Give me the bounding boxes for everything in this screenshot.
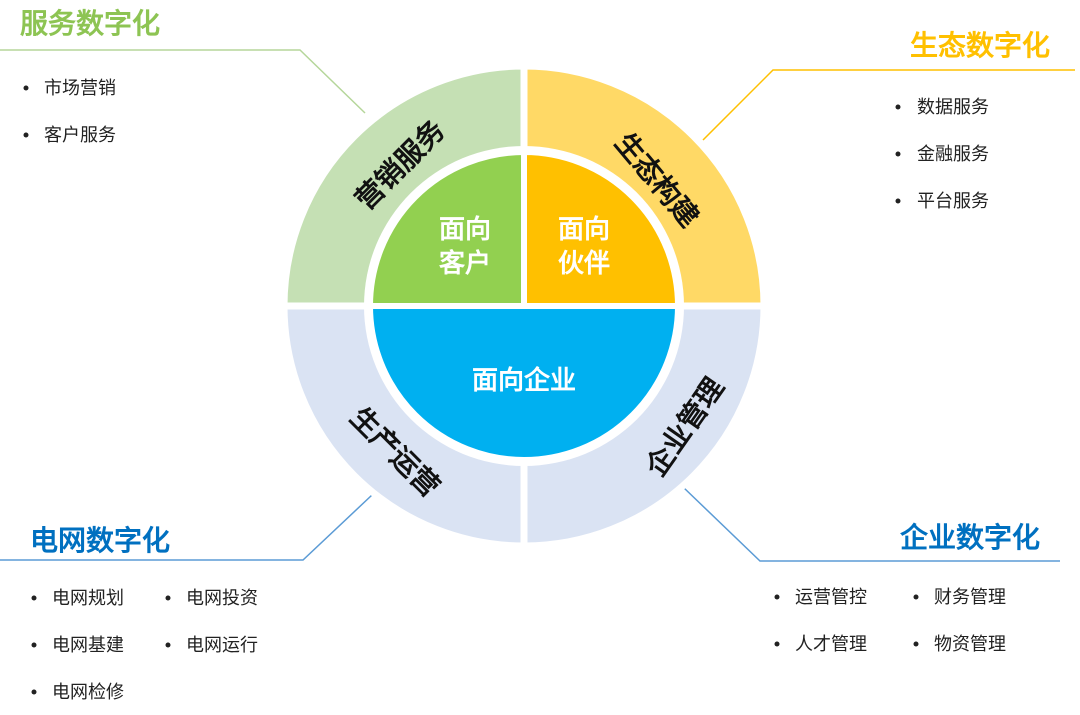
bullet-icon bbox=[895, 104, 901, 110]
list-item: 电网投资 bbox=[186, 588, 258, 609]
bullet-icon bbox=[774, 594, 780, 600]
core-enterprise bbox=[366, 303, 682, 463]
bullet-icon bbox=[31, 595, 37, 601]
bullet-icon bbox=[895, 198, 901, 204]
core-customer-label-1: 面向 bbox=[439, 214, 491, 245]
list-item: 金融服务 bbox=[917, 144, 989, 165]
list-item: 数据服务 bbox=[917, 97, 989, 118]
list-item: 平台服务 bbox=[917, 191, 989, 212]
list-item: 物资管理 bbox=[934, 634, 1006, 655]
bullet-icon bbox=[23, 132, 29, 138]
core-customer bbox=[366, 148, 527, 309]
bullet-icon bbox=[774, 641, 780, 647]
leader-line-enterprise bbox=[682, 486, 1060, 562]
core-partner-label-1: 面向 bbox=[558, 214, 610, 245]
core-partner bbox=[521, 148, 682, 309]
bullet-icon bbox=[895, 151, 901, 157]
leader-line-ecology bbox=[702, 69, 1075, 141]
bullet-icon bbox=[913, 641, 919, 647]
list-item: 人才管理 bbox=[795, 634, 867, 655]
list-item: 电网运行 bbox=[186, 635, 258, 656]
panel-title-service: 服务数字化 bbox=[20, 7, 160, 40]
list-item: 电网基建 bbox=[52, 635, 124, 656]
bullet-icon bbox=[165, 642, 171, 648]
bullet-icon bbox=[23, 85, 29, 91]
list-item: 财务管理 bbox=[934, 587, 1006, 608]
leader-line-grid bbox=[0, 494, 373, 561]
bullet-icon bbox=[31, 642, 37, 648]
core-customer-label-2: 客户 bbox=[439, 248, 491, 279]
core-enterprise-label: 面向企业 bbox=[472, 365, 576, 396]
panel-title-ecology: 生态数字化 bbox=[910, 29, 1050, 62]
panel-title-grid: 电网数字化 bbox=[30, 524, 170, 557]
core-partner-label-2: 伙伴 bbox=[558, 249, 610, 279]
bullet-icon bbox=[165, 595, 171, 601]
list-item: 电网规划 bbox=[52, 588, 124, 609]
list-item: 电网检修 bbox=[52, 682, 124, 703]
bullet-icon bbox=[913, 594, 919, 600]
bullet-icon bbox=[31, 689, 37, 695]
leader-line-service bbox=[0, 49, 366, 114]
list-item: 市场营销 bbox=[44, 78, 116, 99]
list-item: 运营管控 bbox=[795, 587, 867, 608]
panel-title-enterprise: 企业数字化 bbox=[900, 521, 1040, 554]
list-item: 客户服务 bbox=[44, 125, 116, 146]
